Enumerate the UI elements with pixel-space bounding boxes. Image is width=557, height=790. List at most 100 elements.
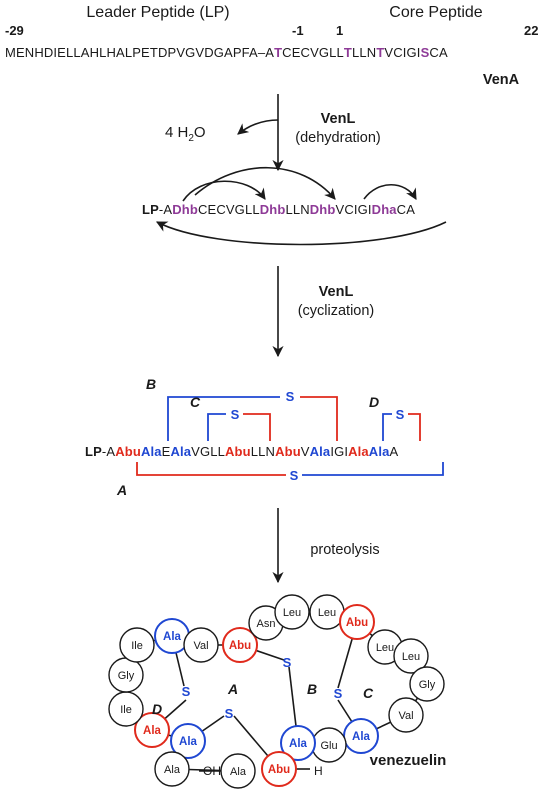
residue-label: Abu: [346, 617, 368, 629]
ring-a-label: A: [116, 482, 127, 498]
residue-leu: Leu: [309, 594, 345, 630]
residue-abu: Abu: [261, 751, 297, 787]
residue-label: Ala: [179, 736, 198, 748]
seq-segment: Ala: [348, 444, 369, 459]
seq-segment: A: [265, 45, 274, 60]
water-byproduct: 4 H2O: [165, 124, 206, 144]
residue-ala: Ala: [154, 751, 190, 787]
cyclization-arrow-to-dha: [363, 184, 417, 200]
ring-d-bridge-red: [408, 413, 421, 441]
seq-segment: -A: [159, 202, 172, 217]
residue-circle: [220, 753, 256, 789]
residue-circle: [274, 594, 310, 630]
ring-a-bridge-blue: [302, 462, 444, 476]
ring-a-bridge-red: [136, 462, 286, 476]
n-terminus-label: H: [314, 764, 323, 778]
seq-segment: IGI: [330, 444, 348, 459]
residue-circle: [339, 604, 375, 640]
ring-b-product-label: B: [307, 681, 317, 697]
residue-ile: Ile: [119, 627, 155, 663]
ring-b-bridge-blue: [167, 396, 280, 441]
residue-val: Val: [183, 627, 219, 663]
residue-abu: Abu: [222, 627, 258, 663]
position-minus-1: -1: [292, 23, 304, 38]
residue-label: Gly: [419, 679, 436, 691]
seq-segment: Ala: [310, 444, 331, 459]
residue-circle: [183, 627, 219, 663]
proteolysis-label: proteolysis: [310, 542, 379, 558]
sulfur-ring-c: S: [334, 686, 343, 701]
seq-segment: S: [421, 45, 430, 60]
residue-gly: Gly: [108, 657, 144, 693]
residue-label: Abu: [268, 764, 290, 776]
position-22: 22: [524, 23, 538, 38]
residue-circle: [154, 751, 190, 787]
seq-segment: Abu: [225, 444, 251, 459]
seq-segment: VGLL: [191, 444, 225, 459]
sulfur-ring-a: S: [225, 706, 234, 721]
residue-circle: [388, 697, 424, 733]
ring-b-sulfur: S: [286, 389, 295, 404]
residue-circle: [222, 627, 258, 663]
ring-a-product-label: A: [227, 681, 238, 697]
thioether-bridges: S B S C S D S A: [116, 376, 444, 498]
residue-label: Ala: [230, 766, 247, 778]
residue-ala: Ala: [170, 723, 206, 759]
cyclization-arrow-dha-to-dhb1: [156, 221, 447, 246]
dehydration-enzyme: VenL: [321, 111, 356, 127]
ring-d-product-label: D: [152, 701, 162, 717]
ring-c-label: C: [190, 394, 201, 410]
product-annotations: S S S S A B C D OH H venezuelin: [152, 655, 446, 778]
residue-leu: Leu: [393, 638, 429, 674]
ring-d-bridge-blue: [382, 413, 392, 441]
residue-ala: Ala: [154, 618, 190, 654]
seq-segment: VCIGI: [336, 202, 372, 217]
residue-label: Leu: [283, 607, 301, 619]
residue-val: Val: [388, 697, 424, 733]
residue-label: Val: [398, 710, 413, 722]
residue-label: Glu: [320, 740, 337, 752]
residue-circle: [134, 712, 170, 748]
residue-label: Asn: [257, 618, 276, 630]
ring-c-bridge-blue: [207, 413, 226, 441]
residue-label: Val: [193, 640, 208, 652]
sulfur-ring-b: S: [283, 655, 292, 670]
residue-label: Ile: [120, 704, 132, 716]
residue-label: Abu: [229, 640, 251, 652]
seq-segment: LLN: [352, 45, 376, 60]
residue-label: Ala: [164, 764, 181, 776]
cyclization-arrow-to-dhb3: [194, 166, 336, 200]
seq-segment: Dhb: [310, 202, 336, 217]
c-terminus-label: OH: [203, 764, 221, 778]
seq-segment: -A: [102, 444, 115, 459]
residue-label: Ala: [143, 725, 162, 737]
seq-segment: CA: [397, 202, 416, 217]
cyclization-arrow-dhb1-to-dhb2: [182, 180, 266, 202]
seq-segment: Dha: [372, 202, 398, 217]
dehydration-process: (dehydration): [295, 130, 380, 146]
seq-segment: CECVGLL: [282, 45, 344, 60]
residue-circle: [261, 751, 297, 787]
cyclized-peptide-sequence: LP-AAbuAlaEAlaVGLLAbuLLNAbuVAlaIGIAlaAla…: [85, 444, 398, 459]
residue-circle: [409, 666, 445, 702]
residue-circle: [280, 725, 316, 761]
residue-circle: [119, 627, 155, 663]
seq-segment: T: [274, 45, 282, 60]
residue-label: Gly: [118, 670, 135, 682]
ring-d-sulfur: S: [396, 407, 405, 422]
residue-label: Leu: [376, 642, 394, 654]
core-sequence: ATCECVGLLTLLNTVCIGISCA: [265, 45, 448, 60]
seq-segment: Ala: [141, 444, 162, 459]
water-release-arrow: [237, 119, 279, 135]
residue-ala: Ala: [220, 753, 256, 789]
seq-segment: Abu: [115, 444, 141, 459]
leader-sequence: MENHDIELLAHLHALPETDPVGVDGAPFA–: [5, 45, 266, 60]
residue-circle: [393, 638, 429, 674]
seq-segment: T: [344, 45, 352, 60]
residue-label: Leu: [402, 651, 420, 663]
seq-segment: CA: [429, 45, 448, 60]
core-peptide-label: Core Peptide: [389, 4, 482, 21]
seq-segment: LLN: [285, 202, 309, 217]
seq-segment: Abu: [275, 444, 301, 459]
